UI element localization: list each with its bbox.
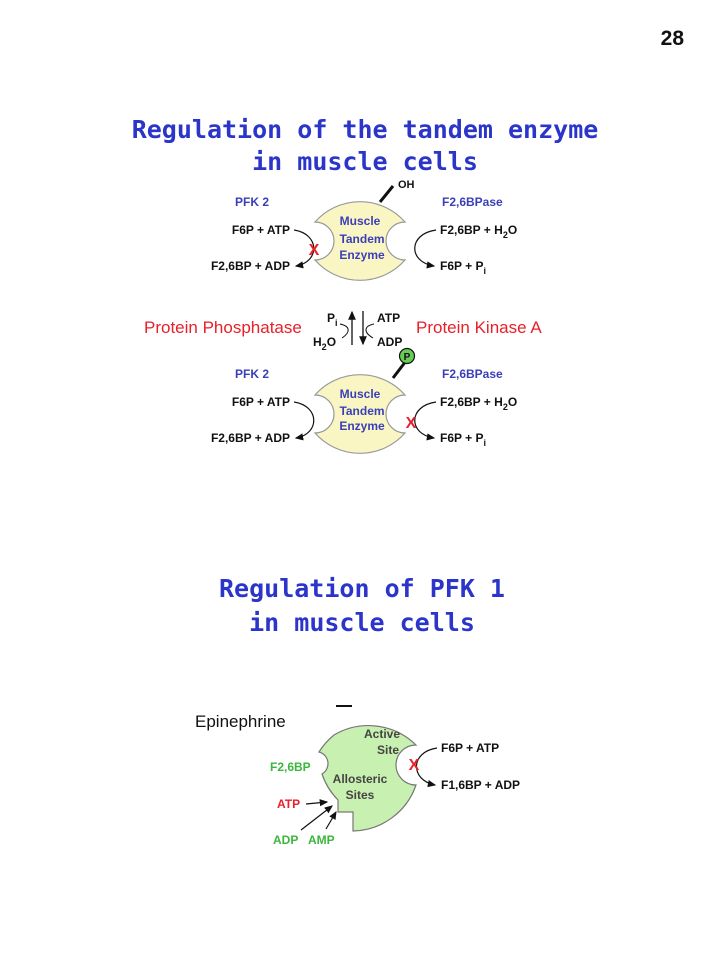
top-right-substrate: F2,6BP + H2O xyxy=(440,223,517,240)
pfk1-substrate: F6P + ATP xyxy=(441,741,499,755)
bottom-f26bpase-label: F2,6BPase xyxy=(442,367,503,381)
bottom-tandem-enzyme: P Muscle Tandem Enzyme PFK 2 F2,6BPase F… xyxy=(211,347,517,454)
pfk1-body xyxy=(318,725,418,832)
bottom-right-reaction-arrow xyxy=(414,401,437,441)
adp-binding-arrow xyxy=(300,805,333,831)
bottom-enzyme-name-line2: Tandem xyxy=(339,404,384,418)
protein-kinase-a-label: Protein Kinase A xyxy=(416,318,542,337)
section1-title-line2: in muscle cells xyxy=(252,147,478,176)
page-number: 28 xyxy=(661,27,685,50)
h2o-label: H2O xyxy=(313,335,336,352)
top-f26bpase-label: F2,6BPase xyxy=(442,195,503,209)
top-left-product: F2,6BP + ADP xyxy=(211,259,290,273)
amp-activator-label: AMP xyxy=(308,833,335,847)
phosphate-group-icon xyxy=(398,347,416,365)
section1-title-line1: Regulation of the tandem enzyme xyxy=(132,115,599,144)
phosphate-bond xyxy=(391,360,408,379)
bottom-f26bpase-inhibited-x: X xyxy=(406,415,417,432)
bottom-enzyme-name-line3: Enzyme xyxy=(339,419,385,433)
adp-label: ADP xyxy=(377,335,402,349)
top-enzyme-name-line3: Enzyme xyxy=(339,248,385,262)
bottom-right-substrate: F2,6BP + H2O xyxy=(440,395,517,412)
bottom-left-substrate: F6P + ATP xyxy=(232,395,290,409)
bottom-right-product: F6P + Pi xyxy=(440,431,486,448)
active-site-line2: Site xyxy=(377,743,399,757)
pfk1-inhibited-x: X xyxy=(409,757,420,774)
pfk1-product: F1,6BP + ADP xyxy=(441,778,520,792)
top-pfk2-inhibited-x: X xyxy=(309,242,320,259)
atp-inhibitor-label: ATP xyxy=(277,797,300,811)
top-left-reaction-arrow xyxy=(293,229,315,269)
allosteric-sites-line2: Sites xyxy=(346,788,375,802)
top-right-product: F6P + Pi xyxy=(440,259,486,276)
right-cofactor-curve xyxy=(365,323,375,339)
pfk1-enzyme: Epinephrine Active Site Allosteric Sites… xyxy=(195,705,520,847)
top-left-substrate: F6P + ATP xyxy=(232,223,290,237)
adp-activator-label: ADP xyxy=(273,833,298,847)
pfk1-reaction-arrow xyxy=(416,747,438,788)
allosteric-sites-line1: Allosteric xyxy=(333,772,388,786)
bottom-enzyme-name-line1: Muscle xyxy=(340,387,381,401)
amp-binding-arrow xyxy=(325,810,337,830)
top-pfk2-label: PFK 2 xyxy=(235,195,269,209)
atp-binding-arrow xyxy=(305,799,329,807)
bottom-left-product: F2,6BP + ADP xyxy=(211,431,290,445)
phosphate-label: P xyxy=(404,352,411,363)
oh-label: OH xyxy=(398,179,415,191)
section2-title-line1: Regulation of PFK 1 xyxy=(219,574,505,603)
top-enzyme-name-line1: Muscle xyxy=(340,214,381,228)
bottom-pfk2-label: PFK 2 xyxy=(235,367,269,381)
top-enzyme-body xyxy=(313,201,407,281)
protein-phosphatase-label: Protein Phosphatase xyxy=(144,318,302,337)
epinephrine-label: Epinephrine xyxy=(195,712,286,731)
f26bp-activator-label: F2,6BP xyxy=(270,760,311,774)
pi-label: Pi xyxy=(327,311,338,328)
interconversion: Protein Phosphatase Protein Kinase A Pi … xyxy=(144,310,542,352)
active-site-line1: Active xyxy=(364,727,400,741)
top-enzyme-name-line2: Tandem xyxy=(339,232,384,246)
bottom-left-reaction-arrow xyxy=(293,401,315,441)
bottom-enzyme-body xyxy=(313,374,407,454)
atp-label: ATP xyxy=(377,311,400,325)
left-cofactor-curve xyxy=(339,323,349,339)
oh-bond xyxy=(378,185,395,203)
top-right-reaction-arrow xyxy=(414,229,437,269)
top-tandem-enzyme: OH Muscle Tandem Enzyme PFK 2 F2,6BPase … xyxy=(211,179,517,281)
section2-title-line2: in muscle cells xyxy=(249,608,475,637)
